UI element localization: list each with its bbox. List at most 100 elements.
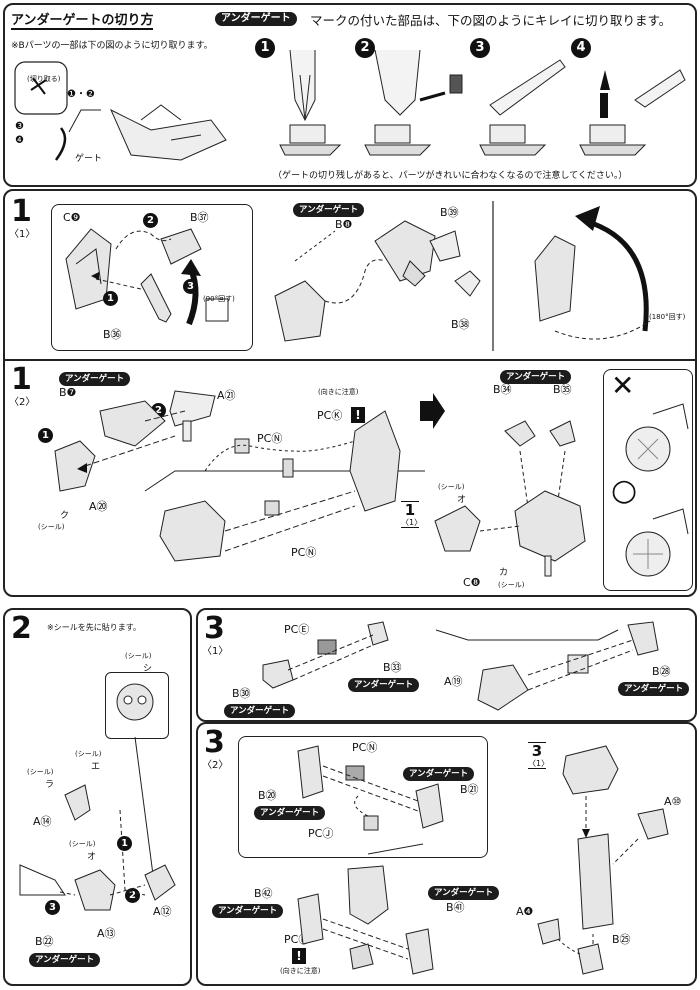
gate-label: ゲート (75, 154, 103, 164)
label-b28: B㉘ (652, 665, 671, 678)
label-a13: A⑬ (97, 927, 116, 940)
step1-2-number: 1 (11, 362, 32, 397)
seal-ka-mark: カ (499, 568, 509, 578)
step1-2-left-drawing (54, 390, 425, 562)
compare-box (603, 369, 693, 591)
ref-step-sub: 〈1〉 (401, 518, 423, 527)
label-b42: B㊷ (254, 887, 273, 900)
step2-number: 2 (11, 611, 32, 646)
section3-2-panel: 3 〈2〉 PCⓃ アンダーゲート B⑳ アンダーゲート B㉑ PCⒿ B㊷ ア… (196, 722, 697, 986)
label-a10: A⑩ (664, 795, 682, 808)
rotate-180-label: (180°回す) (649, 313, 686, 321)
label-c9: C❾ (63, 211, 81, 224)
step1-2-arrow (420, 393, 445, 429)
step2-note: ※シールを先に貼ります。 (47, 623, 141, 632)
step3-2-inset-drawing (297, 745, 444, 831)
seal-shi: シ (143, 664, 153, 674)
section3-1-panel: 3 〈1〉 PCⒺ B㉝ アンダーゲート B㉚ アンダーゲート A⑲ B㉘ アン… (196, 608, 697, 722)
label-b7: B❼ (59, 386, 77, 399)
label-a20: A⑳ (89, 500, 108, 513)
inset-num-2: 2 (143, 213, 158, 228)
label-pcn-3: PCⓃ (352, 741, 378, 754)
label-b37: B㊲ (190, 211, 209, 224)
step3-1-drawing (262, 621, 659, 711)
label-b30: B㉚ (232, 687, 251, 700)
cut-step-1: 1 (255, 38, 275, 58)
section2-panel: 2 ※シールを先に貼ります。 (シール) シ (シール) エ (シール) ラ A… (3, 608, 192, 986)
step1-1-inset-drawing (65, 228, 229, 326)
seal-o2-label: (シール) (69, 840, 96, 848)
label-pcn1: PCⓃ (257, 432, 283, 445)
label-b41: B㊶ (446, 901, 465, 914)
label-a12: A⑫ (153, 905, 172, 918)
label-c8: C❽ (463, 576, 481, 589)
inset-num-3: 3 (183, 279, 198, 294)
ref-step-number: 1 (404, 501, 416, 519)
seal-o-label: (シール) (438, 483, 465, 491)
orientation-note-2: (向きに注意) (280, 967, 321, 975)
step1-2-sub: 〈2〉 (9, 397, 36, 408)
step3-2-undergate-badge-4: アンダーゲート (428, 886, 500, 900)
step2-num-3: 3 (45, 900, 60, 915)
cut-step-illustrations (279, 49, 686, 156)
seal-e-label: (シール) (75, 750, 102, 758)
label-a14: A⑭ (33, 815, 52, 828)
caution-icon-2: ! (292, 948, 306, 964)
label-a19: A⑲ (444, 675, 463, 688)
label-b36: B㊱ (103, 328, 122, 341)
label-pcj: PCⒿ (308, 827, 334, 840)
step2-undergate-badge: アンダーゲート (29, 953, 101, 967)
step1-1-main-drawing (274, 201, 651, 351)
label-b35: B㉟ (553, 383, 572, 396)
step2-num-1: 1 (117, 836, 132, 851)
step2-seal-box (105, 672, 169, 739)
header-warning: （ゲートの切り残しがあると、パーツがきれいに合わなくなるので注意してください。） (273, 171, 628, 181)
seal-ku-mark: ク (60, 511, 70, 521)
step3-2-undergate-badge-2: アンダーゲート (254, 806, 326, 820)
label-b38: B㊳ (451, 318, 470, 331)
inset-num-1: 1 (103, 291, 118, 306)
step1-2-right-drawing (434, 420, 586, 577)
step3-1-sub: 〈1〉 (202, 646, 229, 657)
step3-2-sub: 〈2〉 (202, 760, 229, 771)
label-pce: PCⒺ (284, 623, 310, 636)
step3-2-undergate-badge-3: アンダーゲート (212, 904, 284, 918)
step3-1-undergate-badge-1: アンダーゲート (348, 678, 420, 692)
label-pcn2: PCⓃ (291, 546, 317, 559)
step2-num-2: 2 (125, 888, 140, 903)
right-mark: ○ (611, 473, 638, 508)
b-parts-note: ※Bパーツの一部は下の図のように切り取ります。 (11, 41, 213, 51)
wrong-mark: ✕ (611, 369, 635, 402)
step1-2-undergate-badge: アンダーゲート (59, 372, 131, 386)
ref-step-number-2: 3 (531, 742, 543, 760)
ref-step-box: 1 〈1〉 (401, 501, 423, 528)
step-ref-3: ❸ (15, 121, 24, 132)
section1-panel: 1 〈1〉 C❾ B㊲ B㊱ 2 1 3 (90°回す) アンダーゲート B❽ … (3, 189, 697, 597)
gate-zoom-diagram (14, 61, 227, 161)
cut-step-2: 2 (355, 38, 375, 58)
seal-ka-label: (シール) (498, 581, 525, 589)
label-b39: B㊴ (440, 206, 459, 219)
step1-2-num-1: 1 (38, 428, 53, 443)
step3-2-lower-drawing (297, 843, 434, 975)
cut-step-3: 3 (470, 38, 490, 58)
step3-2-undergate-badge-1: アンダーゲート (403, 767, 475, 781)
step3-2-right-drawing (537, 745, 669, 975)
seal-ra: ラ (45, 780, 55, 790)
label-b20: B⑳ (258, 789, 277, 802)
rotate-90-label: (90°回す) (203, 295, 235, 303)
cut-step-4: 4 (571, 38, 591, 58)
step3-2-number: 3 (204, 725, 225, 760)
compare-drawings (625, 403, 689, 577)
ref-step-box-2: 3 〈1〉 (528, 742, 549, 769)
step3-1-undergate-badge-3: アンダーゲート (618, 682, 690, 696)
step1-1-sub: 〈1〉 (9, 229, 36, 240)
step1-1-number: 1 (11, 194, 32, 229)
seal-o-mark: オ (457, 495, 467, 505)
label-a21: A㉑ (217, 389, 236, 402)
label-b8: B❽ (335, 218, 353, 231)
seal-shi-label: (シール) (125, 652, 152, 660)
header-description: マークの付いた部品は、下の図のようにキレイに切り取ります。 (310, 13, 672, 28)
seal-e: エ (91, 762, 101, 772)
label-b22: B㉒ (35, 935, 54, 948)
